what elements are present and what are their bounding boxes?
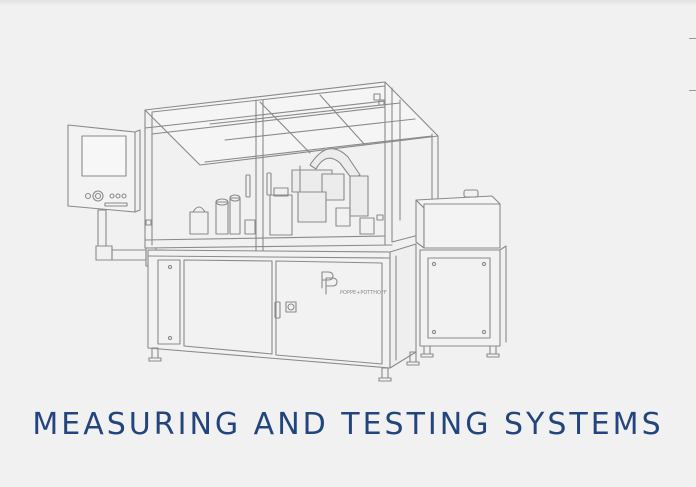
carousel-edge-ticks xyxy=(688,30,696,100)
machine-illustration: POPPE+POTTHOFF xyxy=(67,81,507,382)
brand-logo: POPPE+POTTHOFF xyxy=(321,271,387,296)
category-title[interactable]: MEASURING AND TESTING SYSTEMS xyxy=(32,407,664,442)
svg-text:POPPE+POTTHOFF: POPPE+POTTHOFF xyxy=(340,290,387,296)
top-shadow xyxy=(0,0,696,6)
